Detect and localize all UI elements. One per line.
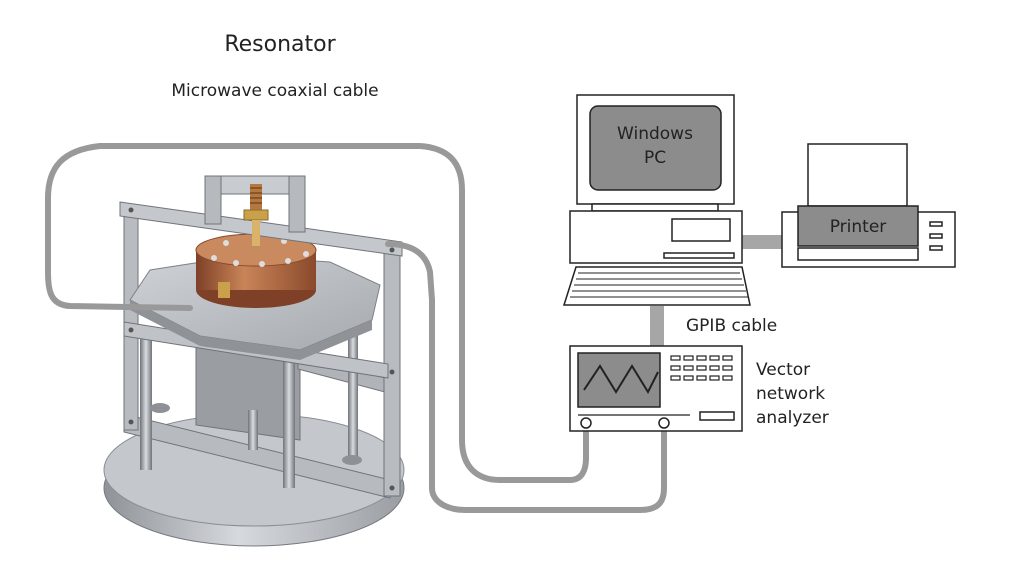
printer-label: Printer <box>830 217 887 237</box>
support-rod <box>283 348 295 488</box>
printer-label-panel <box>797 205 919 247</box>
gpib-cable-label: GPIB cable <box>686 316 777 336</box>
vna-label-line2: network <box>756 384 825 404</box>
vna-label-line1: Vector <box>756 360 810 380</box>
printer-paper <box>807 143 908 207</box>
monitor-screen <box>589 105 722 191</box>
frame-post <box>123 209 139 431</box>
pc-label-line1: Windows <box>617 124 693 144</box>
vector-network-analyzer-icon <box>569 345 743 432</box>
support-rod <box>140 330 152 470</box>
vna-port-2 <box>658 417 670 429</box>
computer-icon <box>562 94 751 306</box>
keyboard-icon <box>562 266 751 306</box>
vna-waveform <box>583 364 659 395</box>
resonator-photo <box>103 175 405 547</box>
coaxial-cable-2 <box>385 241 667 513</box>
printer-icon <box>781 143 956 268</box>
resonator-label: Resonator <box>224 32 336 57</box>
coaxial-cables <box>45 143 667 513</box>
vna-keypad <box>670 355 733 381</box>
coaxial-cable-label: Microwave coaxial cable <box>171 81 378 101</box>
disk-drive <box>671 218 731 242</box>
top-crossbar <box>119 201 403 257</box>
coaxial-cable-1 <box>45 143 589 483</box>
tuning-bracket <box>204 175 306 246</box>
vna-label-line3: analyzer <box>756 408 829 428</box>
pc-label-line2: PC <box>644 148 666 168</box>
support-rod <box>348 330 358 460</box>
vna-port-1 <box>580 417 592 429</box>
